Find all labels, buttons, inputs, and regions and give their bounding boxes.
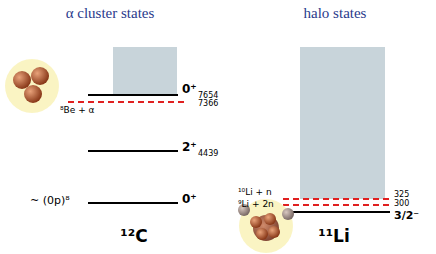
threshold-label: ⁸Be + α (60, 106, 95, 116)
section-heading: α cluster states (66, 5, 155, 22)
spin-parity: 0⁺ (182, 83, 197, 96)
nucleus-name: ¹¹Li (318, 227, 350, 246)
threshold-label: ⁹Li + 2n (238, 200, 274, 210)
energy-value: 7366 (198, 100, 218, 109)
threshold-label: ¹⁰Li + n (238, 188, 272, 198)
energy-value: 325 (394, 191, 409, 200)
spin-parity: 2⁺ (182, 141, 197, 154)
spin-parity: 3/2⁻ (394, 210, 419, 222)
energy-value: 4439 (198, 150, 218, 159)
section-heading: halo states (304, 5, 367, 22)
configuration-label: ~ (0p)⁸ (30, 195, 70, 207)
energy-value: 300 (394, 200, 409, 209)
nucleus-name: ¹²C (120, 227, 147, 246)
spin-parity: 0⁺ (182, 193, 197, 206)
